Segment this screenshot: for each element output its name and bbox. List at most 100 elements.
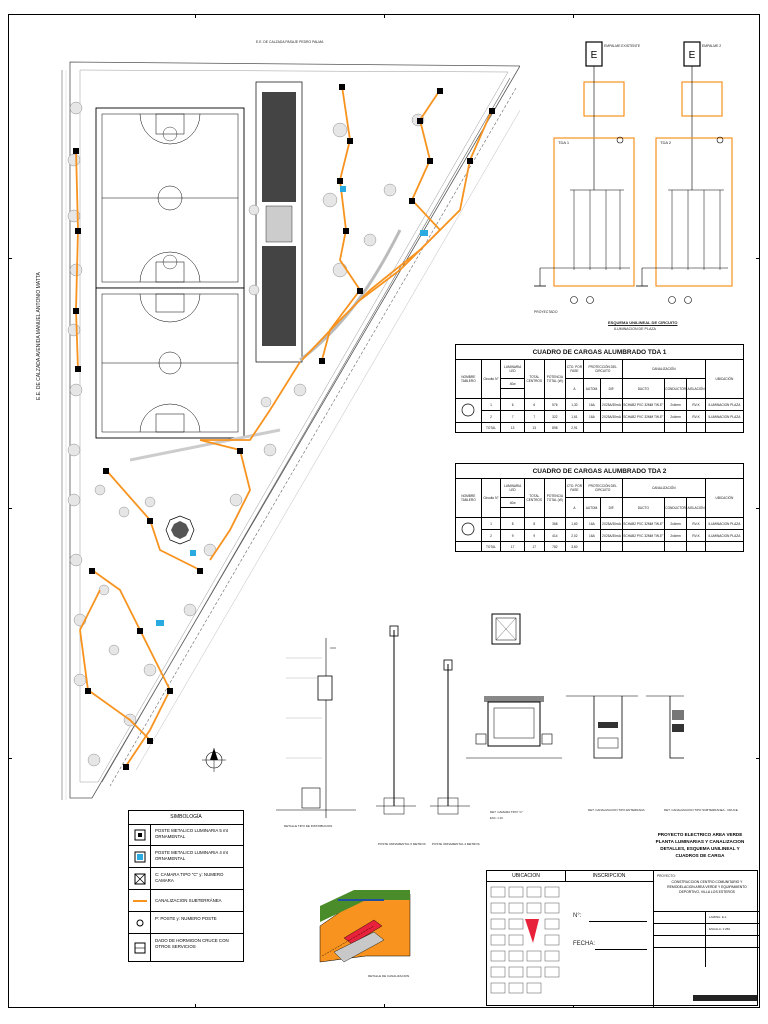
cell: RV-K bbox=[686, 410, 706, 423]
legend-label: CANALIZACION SUBTERRÁNEA bbox=[155, 898, 222, 903]
cell: 2,91 bbox=[565, 422, 584, 433]
cell bbox=[600, 422, 623, 433]
schematic-tda2: E bbox=[636, 41, 733, 304]
pole-5m-icon bbox=[129, 824, 151, 845]
conduit-network bbox=[75, 85, 493, 767]
cell: 2x4mm bbox=[663, 398, 688, 411]
detail-camera-label: DET. CAMARA TIPO "C" bbox=[490, 810, 523, 814]
border-tick bbox=[195, 1004, 196, 1008]
cell: 368 bbox=[543, 517, 567, 530]
detail-pole5-label: POSTE ORNAMENTAL 5 METROS bbox=[378, 842, 426, 846]
cell: CTO. POR FASE bbox=[565, 478, 584, 498]
cell bbox=[455, 422, 482, 433]
cell: 576 bbox=[543, 398, 567, 411]
cell: TOTAL CENTROS bbox=[523, 478, 545, 518]
cell bbox=[621, 541, 665, 552]
cell: 2X25A/30mA bbox=[600, 398, 623, 411]
cell: 16A bbox=[582, 410, 602, 423]
legend-title: SIMBOLOGÍA bbox=[129, 811, 243, 825]
court-upper bbox=[95, 107, 245, 289]
court-lower bbox=[95, 287, 245, 439]
cell: 17 bbox=[523, 541, 545, 552]
cell: RV-K bbox=[686, 398, 706, 411]
cell: 9 bbox=[500, 529, 525, 542]
ubicacion-header: UBICACION bbox=[487, 871, 566, 882]
cell: LUMINARIA LED bbox=[500, 359, 525, 379]
cell: TOTAL bbox=[480, 541, 502, 552]
cell: 1,60 bbox=[565, 517, 584, 530]
legend-label: POSTE METALICO LUMINARIA 4 mt ORNAMENTAL bbox=[155, 850, 228, 861]
border-tick bbox=[8, 758, 12, 759]
lamina-label: LAMINA: E-1 bbox=[709, 915, 727, 919]
cell: CANALIZACIÓN bbox=[621, 359, 706, 379]
cell: 1,30 bbox=[565, 398, 584, 411]
numero-line bbox=[589, 921, 647, 922]
cell bbox=[500, 388, 525, 399]
cell: UBICACIÓN bbox=[704, 359, 745, 399]
border-tick bbox=[573, 14, 574, 18]
cell: 414 bbox=[543, 529, 567, 542]
cell: 1 bbox=[480, 517, 502, 530]
concrete-block-icon bbox=[129, 934, 151, 962]
cell: RV-K bbox=[686, 529, 706, 542]
cell: 2x4mm bbox=[663, 517, 688, 530]
camera-icon bbox=[129, 868, 151, 889]
cell bbox=[582, 422, 602, 433]
cell: Circuito N° bbox=[480, 478, 502, 518]
cell: 9 bbox=[523, 529, 545, 542]
schematic-title: ESQUEMA UNILINEAL DE CIRCUITO bbox=[608, 320, 678, 325]
border-tick bbox=[756, 258, 760, 259]
cell: AISLACIÓN bbox=[686, 497, 706, 518]
cell: 2 bbox=[480, 529, 502, 542]
cell bbox=[455, 541, 482, 552]
fecha-label: FECHA: bbox=[573, 941, 596, 947]
legend-item: POSTE METALICO LUMINARIA 5 mt ORNAMENTAL bbox=[129, 824, 243, 846]
cell: 2 bbox=[480, 410, 502, 423]
cell: 13 bbox=[523, 422, 545, 433]
border-tick bbox=[384, 14, 385, 18]
site-marker-icon bbox=[525, 919, 539, 943]
cell: 7 bbox=[500, 410, 525, 423]
cell bbox=[500, 507, 525, 518]
fecha-line bbox=[595, 949, 647, 950]
cell: NOMBRE TABLERO bbox=[455, 478, 482, 518]
cell bbox=[704, 422, 745, 433]
border-tick bbox=[195, 14, 196, 18]
cell bbox=[582, 541, 602, 552]
cell: AUTOM. bbox=[582, 378, 602, 399]
divider bbox=[653, 935, 759, 936]
cell: DIF. bbox=[600, 497, 623, 518]
north-arrow-icon bbox=[202, 748, 226, 772]
cell bbox=[663, 541, 688, 552]
legend-item: CANALIZACION SUBTERRÁNEA bbox=[129, 890, 243, 912]
proyectado-label: PROYECTADO bbox=[534, 310, 558, 314]
divider bbox=[653, 923, 759, 924]
cell: 2X25A/30mA bbox=[600, 517, 623, 530]
proyecto-label: PROYECTO: bbox=[657, 874, 676, 878]
schematic-tda1: E bbox=[534, 41, 635, 304]
poles bbox=[73, 84, 495, 770]
cell: 2x4mm bbox=[663, 529, 688, 542]
conduit-icon bbox=[129, 890, 151, 911]
cell: ILUMINACION PLAZA bbox=[704, 410, 745, 423]
cell: 16A bbox=[582, 398, 602, 411]
detail-trench1-label: DET. CANALIZACION TIPO ENTERRADA bbox=[588, 808, 645, 812]
cell: LUMINARIA LED bbox=[500, 478, 525, 498]
cell: 2X25A/30mA bbox=[600, 410, 623, 423]
cell: AISLACIÓN bbox=[686, 378, 706, 399]
community-building bbox=[255, 81, 303, 363]
legend: SIMBOLOGÍA POSTE METALICO LUMINARIA 5 mt… bbox=[128, 810, 244, 962]
cell: SCHAB2 PVC 32MM TW-E° bbox=[621, 517, 665, 530]
cell: Circuito N° bbox=[480, 359, 502, 399]
cell: AUTOM. bbox=[582, 497, 602, 518]
numero-label: N°: bbox=[573, 913, 582, 919]
border-tick bbox=[756, 758, 760, 759]
empalme2-label: EMPALME 2 bbox=[702, 44, 722, 48]
cell: PROTECCIÓN DEL CIRCUITO bbox=[582, 359, 623, 379]
cell: NOMBRE TABLERO bbox=[455, 359, 482, 399]
cell: UBICACIÓN bbox=[704, 478, 745, 518]
detail-pole4-label: POSTE ORNAMENTAL 4 METROS bbox=[432, 842, 480, 846]
legend-item: POSTE METALICO LUMINARIA 4 mt ORNAMENTAL bbox=[129, 846, 243, 868]
proyecto-name: CONSTRUCCION CENTRO COMUNITARIO Y REMODE… bbox=[667, 880, 747, 894]
